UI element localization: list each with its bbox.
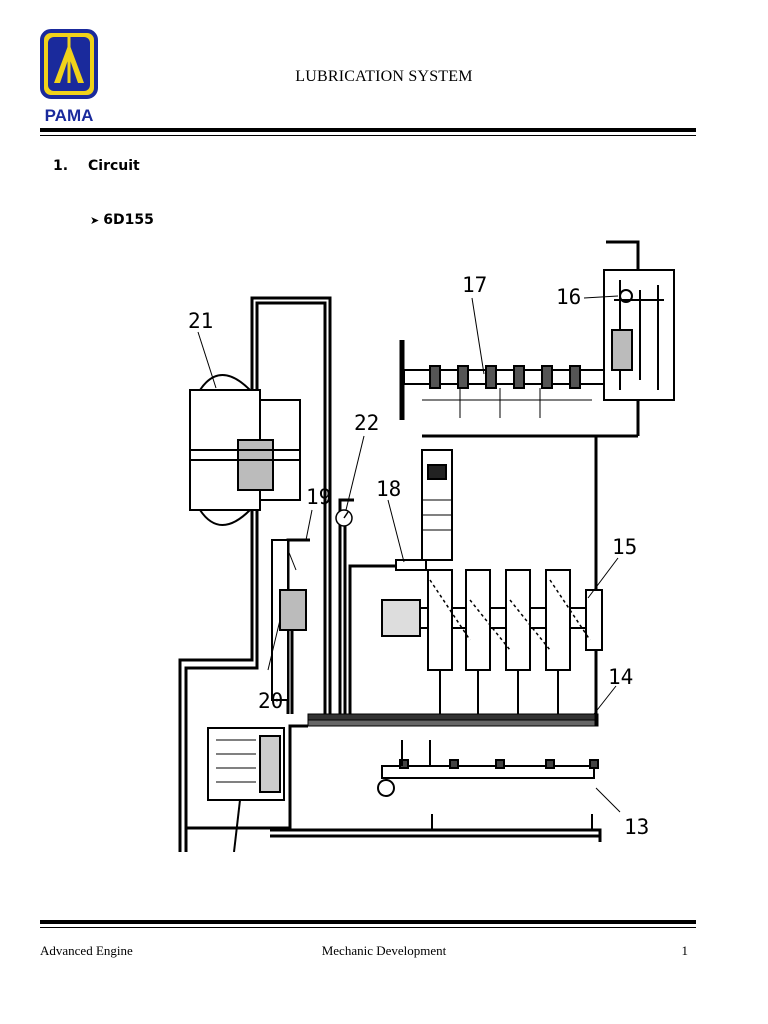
- label-18: 18: [376, 477, 401, 501]
- leader-lines: [197, 295, 621, 813]
- camshaft: [399, 340, 605, 420]
- header-divider: [40, 128, 696, 132]
- label-15: 15: [612, 535, 637, 559]
- page-number: 1: [681, 943, 689, 958]
- rocker-arm-assembly: [603, 269, 675, 401]
- oil-pump: [271, 539, 307, 701]
- label-21: 21: [188, 309, 213, 333]
- label-19: 19: [306, 485, 331, 509]
- subsection-heading: ➤6D155: [90, 212, 154, 228]
- header-divider-thin: [40, 135, 696, 136]
- main-oil-gallery: [307, 713, 599, 727]
- lubrication-circuit-diagram: 21 17 16 22 18 19 15 14 20 13: [178, 240, 675, 852]
- oil-pressure-gauge: [335, 509, 353, 527]
- lower-shaft: [377, 740, 599, 830]
- subsection-title: 6D155: [103, 212, 154, 228]
- label-17: 17: [462, 273, 487, 297]
- section-title: Circuit: [88, 158, 140, 174]
- footer-divider-thin: [40, 927, 696, 928]
- turbocharger: [189, 374, 301, 526]
- label-16: 16: [556, 285, 581, 309]
- triangle-right-icon: ➤: [90, 214, 100, 227]
- label-22: 22: [354, 411, 379, 435]
- section-number: 1.: [53, 158, 69, 174]
- logo-text: PAMA: [45, 106, 94, 125]
- footer-left: Advanced Engine: [40, 943, 133, 958]
- footer-divider: [40, 920, 696, 924]
- injection-pump: [207, 727, 285, 852]
- crankshaft: [381, 569, 603, 714]
- pama-logo: PAMA: [40, 29, 98, 125]
- piston: [395, 449, 453, 571]
- page-title: LUBRICATION SYSTEM: [295, 68, 473, 85]
- footer-center: Mechanic Development: [321, 943, 447, 958]
- label-20: 20: [258, 689, 283, 713]
- label-13: 13: [624, 815, 649, 839]
- section-heading: 1. Circuit: [53, 158, 140, 174]
- part-labels: 21 17 16 22 18 19 15 14 20 13: [188, 273, 649, 839]
- label-14: 14: [608, 665, 633, 689]
